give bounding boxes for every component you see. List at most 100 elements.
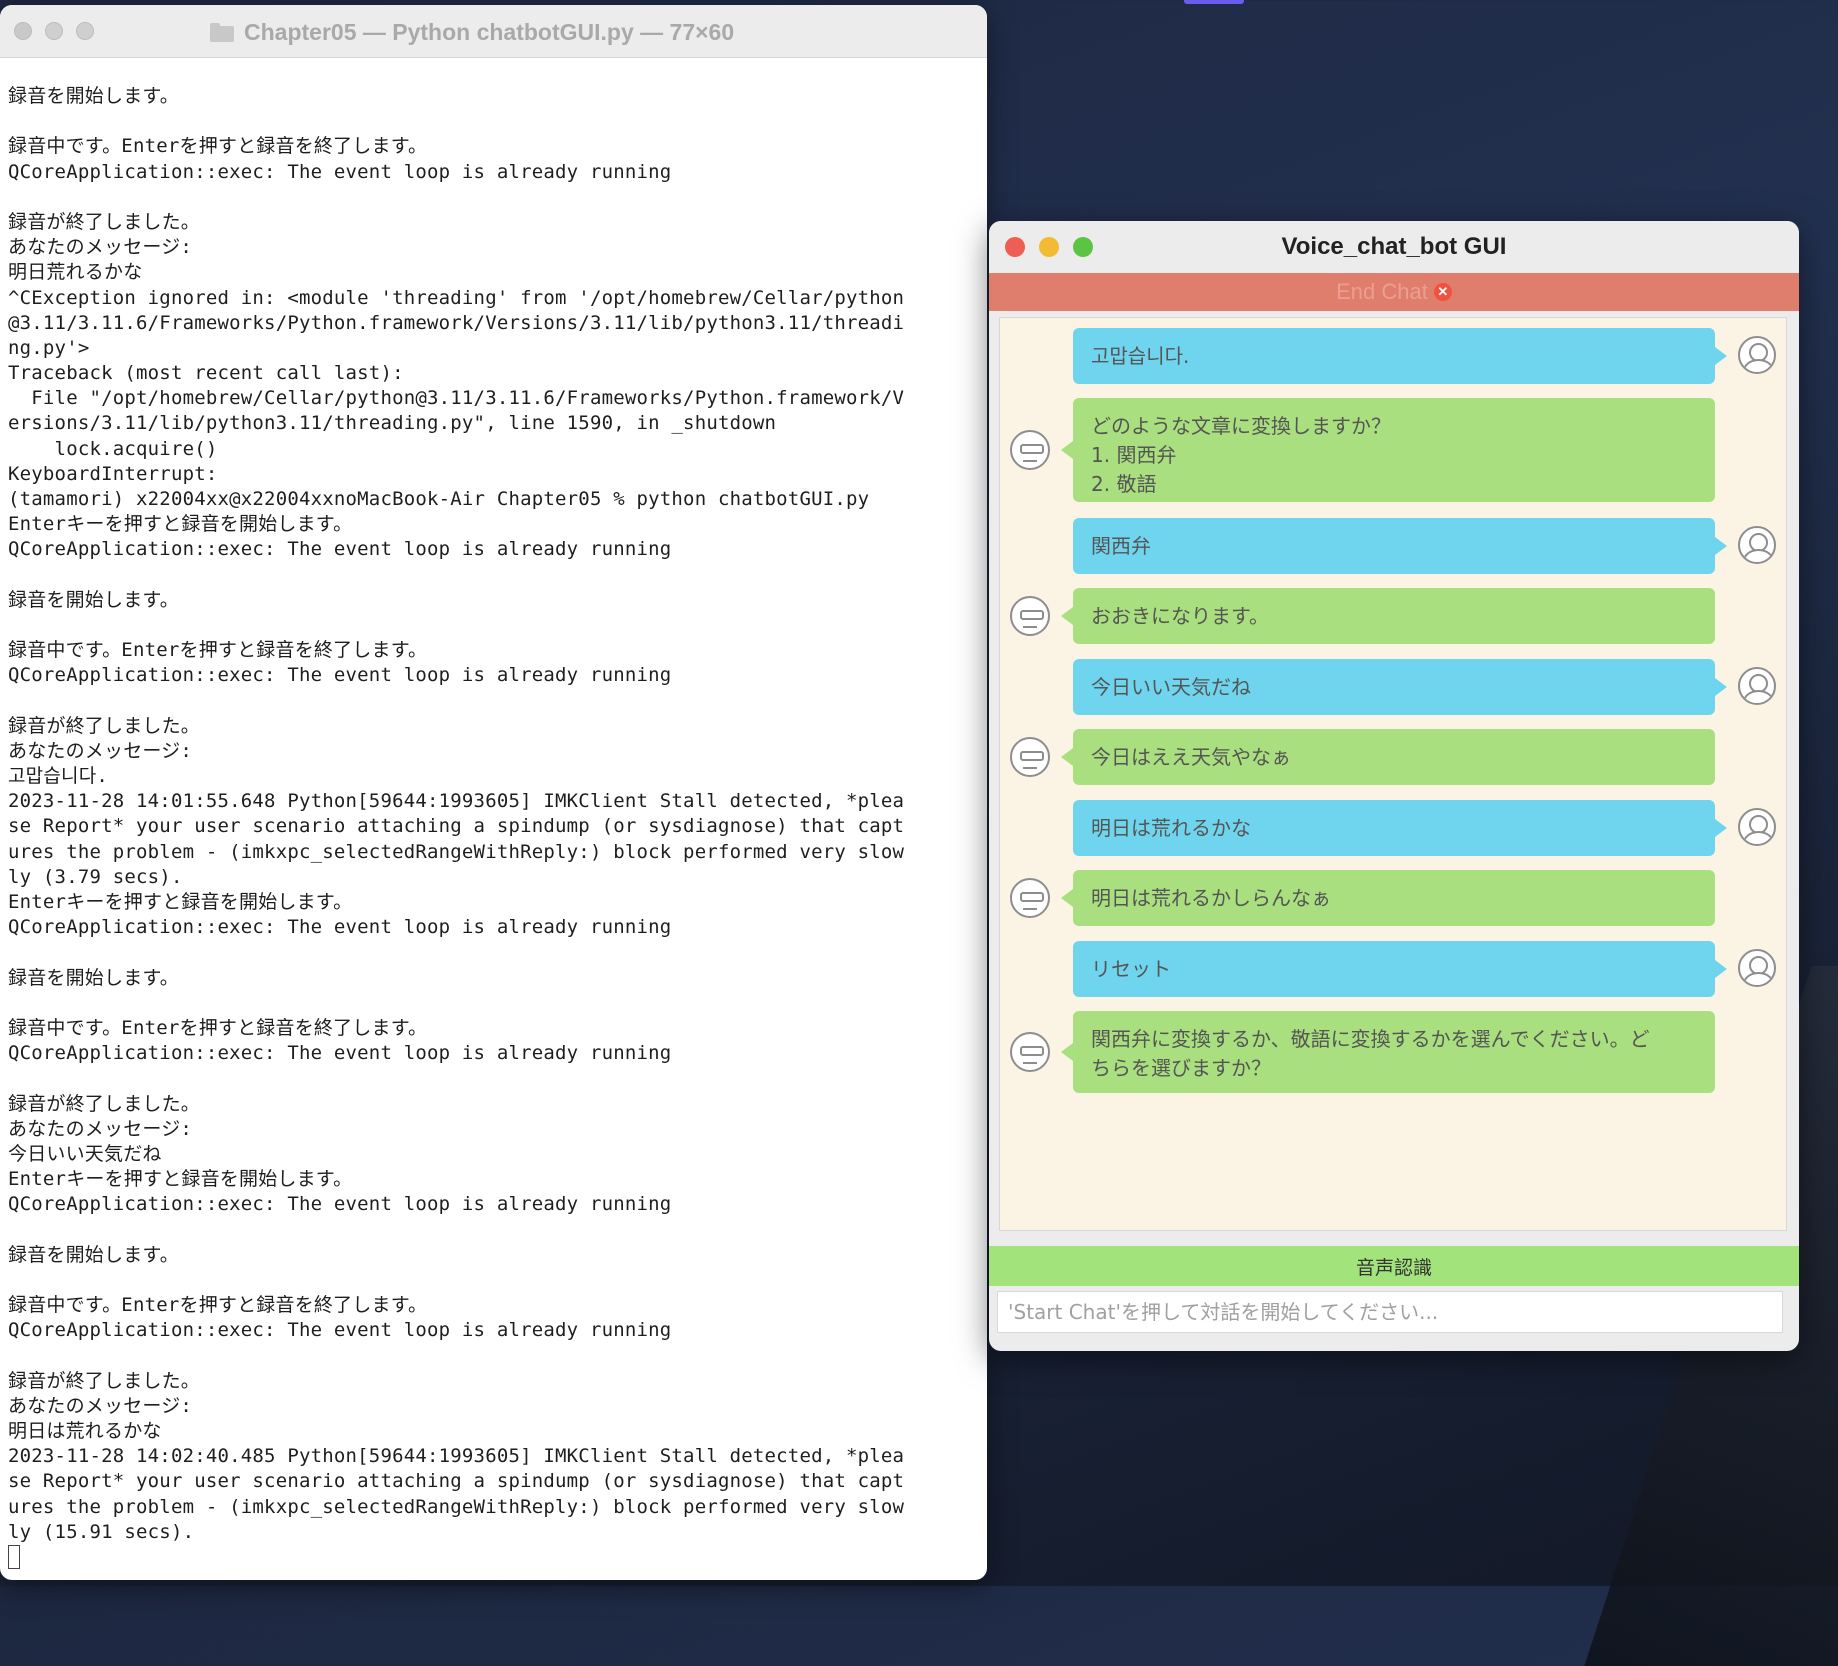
terminal-line: Traceback (most recent call last): [8, 362, 404, 385]
terminal-line: あなたのメッセージ: [8, 739, 193, 762]
robot-avatar-icon [1010, 596, 1050, 636]
terminal-line: Enterキーを押すと録音を開始します。 [8, 891, 353, 913]
message-text: 関西弁 [1091, 534, 1151, 558]
terminal-line: ^CException ignored in: <module 'threadi… [8, 286, 905, 309]
close-circle-icon: ✕ [1433, 283, 1452, 301]
message-text: 明日は荒れるかしらんなぁ [1091, 886, 1331, 910]
terminal-line: lock.acquire() [8, 437, 218, 460]
chat-input[interactable] [997, 1291, 1783, 1333]
bot-message-bubble: おおきになります。 [1061, 588, 1715, 644]
terminal-line: QCoreApplication::exec: The event loop i… [8, 1319, 672, 1342]
terminal-line: 2023-11-28 14:02:40.485 Python[59644:199… [8, 1445, 905, 1468]
terminal-line: QCoreApplication::exec: The event loop i… [8, 916, 672, 939]
terminal-window[interactable]: Chapter05 — Python chatbotGUI.py — 77×60… [0, 5, 987, 1580]
zoom-button[interactable] [1073, 237, 1093, 257]
terminal-line: Enterキーを押すと録音を開始します。 [8, 1168, 353, 1191]
terminal-line: QCoreApplication::exec: The event loop i… [8, 664, 672, 687]
end-chat-button[interactable]: End Chat ✕ [989, 273, 1799, 311]
terminal-line: 明日は荒れるかな [8, 1419, 162, 1442]
zoom-button[interactable] [76, 22, 94, 40]
terminal-line: Enterキーを押すと録音を開始します。 [8, 513, 353, 536]
message-text: リセット [1091, 957, 1171, 981]
user-avatar-icon [1738, 808, 1776, 846]
terminal-line: 録音が終了しました。 [8, 210, 201, 233]
terminal-line: あなたのメッセージ: [8, 236, 193, 259]
terminal-line: (tamamori) x22004xx@x22004xxnoMacBook-Ai… [8, 488, 870, 510]
minimize-button[interactable] [45, 22, 63, 40]
terminal-line: 録音を開始します。 [8, 588, 179, 611]
terminal-line: 録音中です。Enterを押すと録音を終了します。 [8, 639, 428, 662]
message-text: 明日は荒れるかな [1091, 816, 1251, 840]
terminal-line [8, 1217, 979, 1242]
terminal-line [8, 1066, 979, 1091]
minimize-button[interactable] [1039, 237, 1059, 257]
terminal-line: あなたのメッセージ: [8, 1394, 193, 1417]
terminal-line: ures the problem - (imkxpc_selectedRange… [8, 1495, 905, 1518]
voice-recognition-label: 音声認識 [1355, 1256, 1432, 1279]
message-text: 関西弁に変換するか、敬語に変換するかを選んでください。ど ちらを選びますか？ [1091, 1027, 1650, 1080]
chatbot-window[interactable]: Voice_chat_bot GUI End Chat ✕ 고맙습니다. どのよう… [989, 221, 1799, 1351]
robot-avatar-icon [1010, 1032, 1050, 1072]
message-text: 고맙습니다. [1091, 344, 1190, 368]
terminal-line [8, 109, 979, 134]
chat-message-area[interactable]: 고맙습니다. どのような文章に変換しますか？ 1. 関西弁 2. 敬語関西弁おおき… [999, 317, 1787, 1231]
terminal-line: KeyboardInterrupt: [8, 462, 218, 485]
terminal-line: 録音を開始します。 [8, 966, 179, 989]
terminal-line: 録音が終了しました。 [8, 1092, 201, 1115]
terminal-line: ures the problem - (imkxpc_selectedRange… [8, 840, 905, 863]
robot-avatar-icon [1010, 430, 1050, 470]
terminal-line [8, 991, 979, 1016]
terminal-line: 録音を開始します。 [8, 85, 179, 107]
terminal-line: File "/opt/homebrew/Cellar/python@3.11/3… [8, 387, 905, 410]
terminal-titlebar[interactable]: Chapter05 — Python chatbotGUI.py — 77×60 [0, 5, 987, 58]
terminal-line [8, 563, 979, 588]
terminal-line: ng.py'> [8, 336, 90, 359]
terminal-line: 録音中です。Enterを押すと録音を終了します。 [8, 1016, 428, 1039]
bot-message-bubble: 関西弁に変換するか、敬語に変換するかを選んでください。ど ちらを選びますか？ [1061, 1011, 1715, 1093]
robot-avatar-icon [1010, 878, 1050, 918]
chat-window-controls [1005, 237, 1093, 257]
robot-avatar-icon [1010, 737, 1050, 777]
terminal-title: Chapter05 — Python chatbotGUI.py — 77×60 [210, 19, 734, 45]
terminal-line: あなたのメッセージ: [8, 1117, 193, 1140]
terminal-line: 録音中です。Enterを押すと録音を終了します。 [8, 135, 428, 158]
terminal-line [8, 940, 979, 965]
terminal-line: ersions/3.11/lib/python3.11/threading.py… [8, 412, 777, 435]
terminal-line: 明日荒れるかな [8, 261, 143, 284]
terminal-prompt-line [8, 1545, 979, 1570]
terminal-line [8, 1268, 979, 1293]
bot-message-bubble: 明日は荒れるかしらんなぁ [1061, 870, 1715, 926]
message-text: おおきになります。 [1091, 604, 1269, 628]
terminal-title-text: Chapter05 — Python chatbotGUI.py — 77×60 [244, 18, 735, 45]
terminal-line: 2023-11-28 14:01:55.648 Python[59644:199… [8, 790, 905, 813]
bot-message-bubble: どのような文章に変換しますか？ 1. 関西弁 2. 敬語 [1061, 398, 1715, 502]
end-chat-label: End Chat [1336, 279, 1428, 304]
user-message-bubble: 今日いい天気だね [1073, 659, 1727, 715]
chat-window-title: Voice_chat_bot GUI [1281, 233, 1507, 260]
user-avatar-icon [1738, 336, 1776, 374]
user-avatar-icon [1738, 667, 1776, 705]
terminal-line: QCoreApplication::exec: The event loop i… [8, 160, 672, 183]
message-text: どのような文章に変換しますか？ 1. 関西弁 2. 敬語 [1091, 414, 1391, 496]
terminal-output[interactable]: 録音を開始します。録音中です。Enterを押すと録音を終了します。QCoreAp… [0, 58, 987, 1570]
terminal-line: 今日いい天気だね [8, 1142, 162, 1165]
message-text: 今日いい天気だね [1091, 675, 1251, 699]
close-button[interactable] [14, 22, 32, 40]
voice-recognition-button[interactable]: 音声認識 [989, 1246, 1799, 1286]
terminal-line: se Report* your user scenario attaching … [8, 815, 905, 838]
user-avatar-icon [1738, 949, 1776, 987]
terminal-line [8, 689, 979, 714]
chat-titlebar[interactable]: Voice_chat_bot GUI [989, 221, 1799, 273]
terminal-line [8, 1343, 979, 1368]
terminal-line [8, 613, 979, 638]
terminal-window-controls [14, 22, 94, 40]
user-message-bubble: 고맙습니다. [1073, 328, 1727, 384]
terminal-line: ly (3.79 secs). [8, 865, 183, 888]
user-avatar-icon [1738, 526, 1776, 564]
close-button[interactable] [1005, 237, 1025, 257]
folder-icon [210, 22, 234, 42]
terminal-line: 録音を開始します。 [8, 1243, 179, 1266]
terminal-line: QCoreApplication::exec: The event loop i… [8, 1042, 672, 1065]
terminal-line: QCoreApplication::exec: The event loop i… [8, 1193, 672, 1216]
user-message-bubble: 明日は荒れるかな [1073, 800, 1727, 856]
